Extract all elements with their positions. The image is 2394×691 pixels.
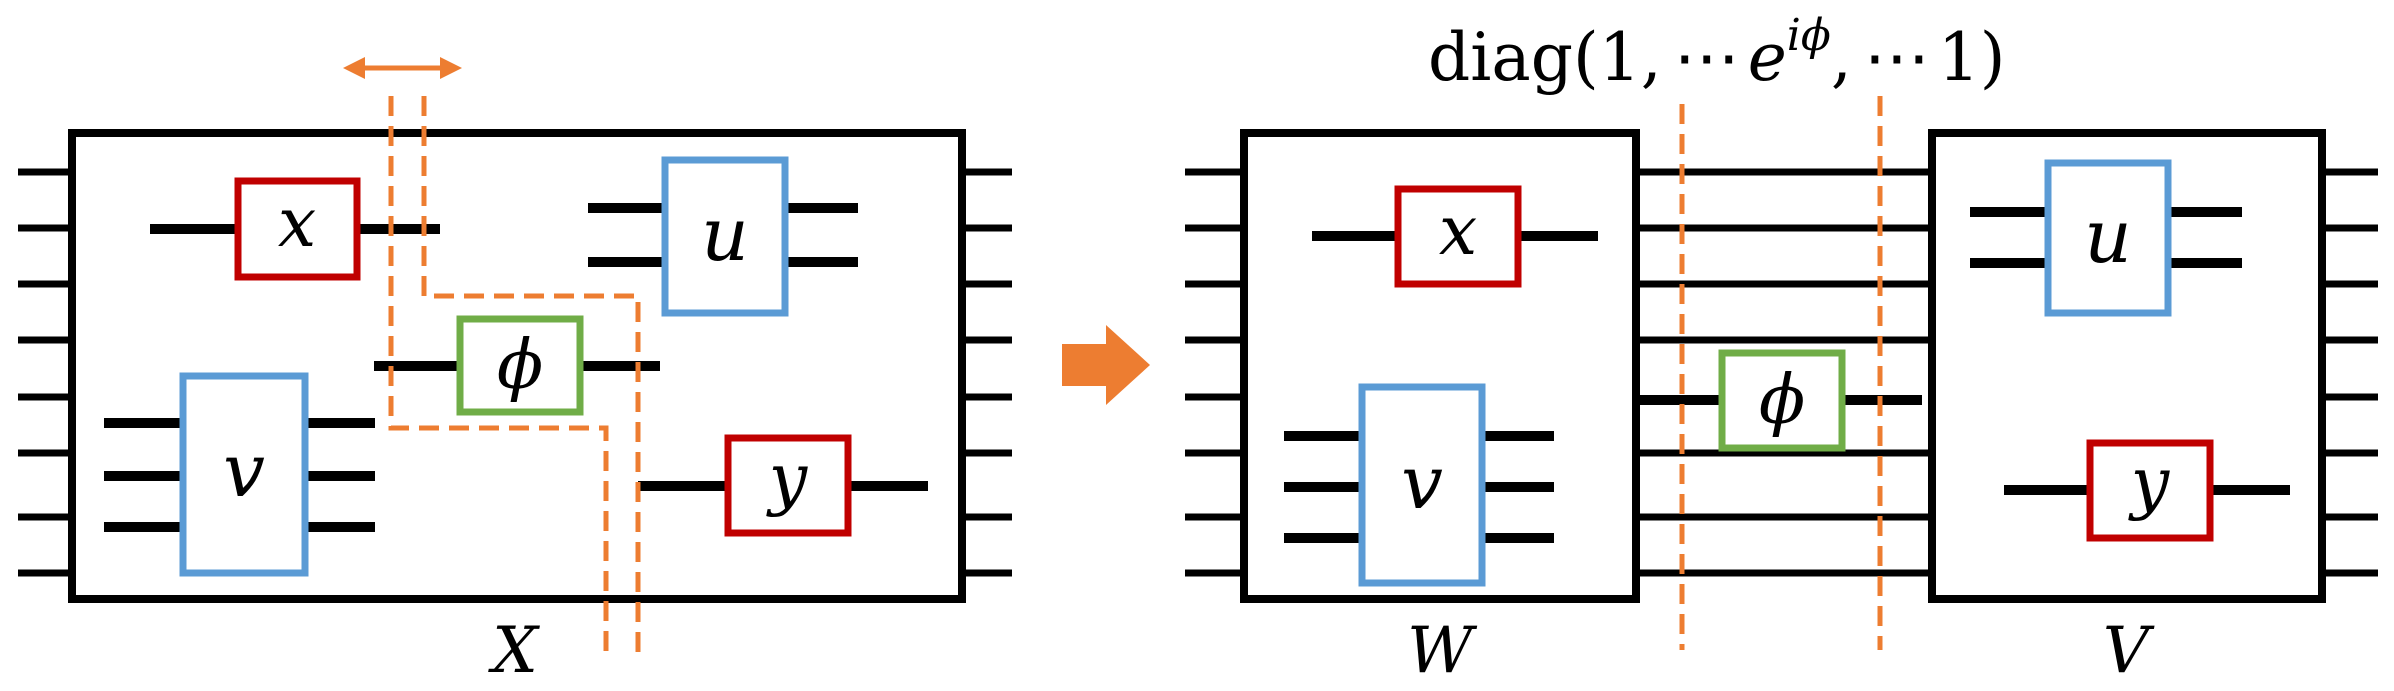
orange-dashed-cut bbox=[388, 96, 641, 658]
right-panel-input-wires bbox=[1185, 168, 1244, 577]
gate-y-left: y bbox=[638, 434, 928, 537]
box-V bbox=[1928, 129, 2326, 603]
diag-comma: , bbox=[1831, 19, 1852, 96]
box-X bbox=[68, 129, 966, 603]
diag-suffix: 1) bbox=[1938, 19, 2006, 96]
right-panel-output-wires bbox=[2322, 168, 2378, 577]
diag-label: diag(1,⋯eiϕ,⋯1) bbox=[1428, 10, 2006, 96]
gate-x-right-label: x bbox=[1439, 192, 1477, 271]
box-W-label: W bbox=[1407, 614, 1478, 686]
gate-x-left: x bbox=[150, 177, 440, 281]
gate-v-right: v bbox=[1284, 383, 1554, 587]
left-panel-input-wires bbox=[18, 168, 72, 577]
gate-u-right: u bbox=[1970, 159, 2242, 317]
diag-e: e bbox=[1748, 19, 1787, 96]
double-headed-arrow-icon bbox=[343, 57, 462, 79]
gate-u-left-label: u bbox=[701, 192, 749, 278]
box-V-label: V bbox=[2103, 614, 2155, 686]
gate-v-right-label: v bbox=[1401, 440, 1443, 526]
gate-u-left: u bbox=[588, 156, 858, 317]
gate-y-right-label: y bbox=[2128, 444, 2171, 523]
orange-dashed-diag-markers bbox=[1679, 96, 1883, 650]
gate-u-right-label: u bbox=[2084, 194, 2132, 280]
gate-y-right: y bbox=[2004, 439, 2290, 542]
box-W bbox=[1240, 129, 1640, 603]
gate-phi-left: ϕ bbox=[374, 315, 660, 416]
gate-v-left: v bbox=[104, 372, 375, 577]
diag-dots-2: ⋯ bbox=[1864, 19, 1930, 96]
gate-phi-right-label: ϕ bbox=[1759, 361, 1805, 440]
diag-prefix: diag(1, bbox=[1428, 19, 1662, 96]
gate-x-left-label: x bbox=[278, 184, 316, 263]
diag-exponent: iϕ bbox=[1787, 10, 1831, 61]
gate-phi-right: ϕ bbox=[1636, 349, 1922, 452]
gate-v-left-label: v bbox=[223, 428, 265, 514]
gate-y-left-label: y bbox=[766, 440, 809, 519]
diag-dots-1: ⋯ bbox=[1674, 19, 1740, 96]
gate-x-right: x bbox=[1312, 185, 1598, 288]
left-panel-output-wires bbox=[962, 168, 1012, 577]
box-X-label: X bbox=[487, 614, 540, 686]
right-panel: diag(1,⋯eiϕ,⋯1) bbox=[1185, 10, 2378, 688]
gate-phi-left-label: ϕ bbox=[497, 326, 543, 405]
middle-wires bbox=[1636, 168, 1932, 577]
left-panel: x u ϕ v bbox=[18, 57, 1012, 688]
right-arrow-icon bbox=[1062, 325, 1150, 405]
